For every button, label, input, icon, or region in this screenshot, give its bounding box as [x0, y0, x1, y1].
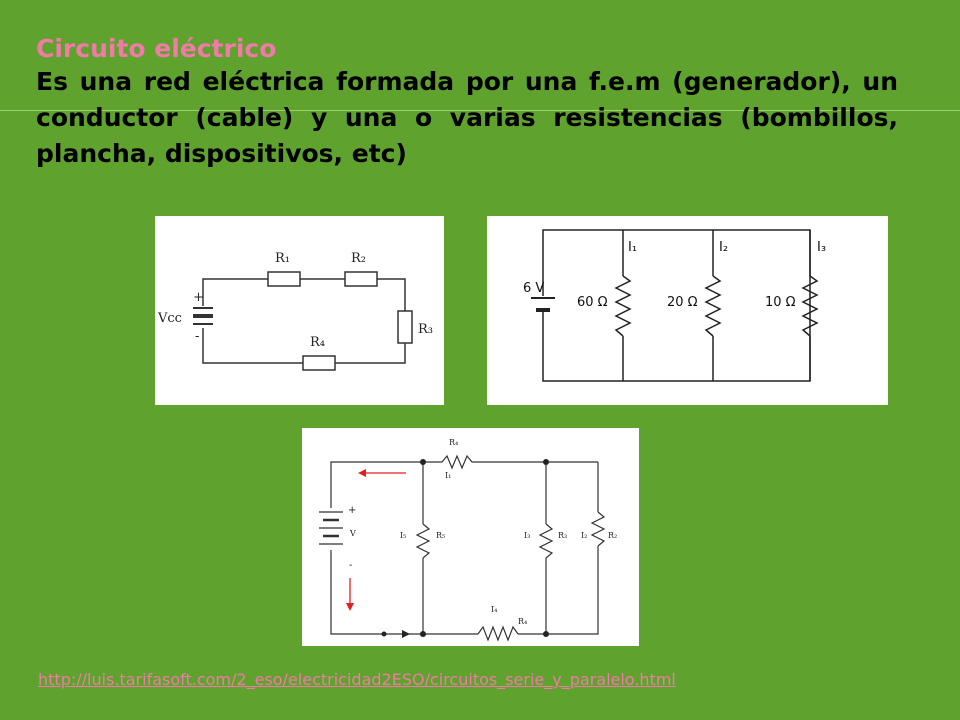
- wire: [202, 278, 268, 306]
- resistor-r4-top: [441, 454, 598, 470]
- label-i1: I₁: [445, 471, 451, 480]
- label-r4-top: R₄: [449, 438, 458, 447]
- series-circuit-diagram: R₁ R₂ R₃ R₄ + - Vcc: [155, 216, 444, 405]
- resistor-r4-bottom: [477, 625, 519, 642]
- label-res-10: 10 Ω: [765, 295, 796, 310]
- mixed-circuit-diagram: R₄ I₁ I₅ R₅ V I₃ R₃ I₂ R₂ I₄ R₄ + -: [302, 428, 639, 646]
- junction-dot: [543, 459, 549, 465]
- resistor-r1: [267, 271, 301, 287]
- label-r2: R₂: [351, 251, 366, 266]
- slide-title: Circuito eléctrico: [36, 34, 277, 63]
- label-r3: R₃: [558, 531, 567, 540]
- label-res-20: 20 Ω: [667, 295, 698, 310]
- junction-dot: [420, 459, 426, 465]
- label-r5: R₅: [436, 531, 445, 540]
- resistor-20: [704, 275, 722, 337]
- parallel-circuit-diagram: I₁ I₂ I₃ 6 V 60 Ω 20 Ω 10 Ω: [487, 216, 888, 405]
- label-minus: -: [195, 329, 199, 344]
- wire: [377, 278, 406, 311]
- label-voltage: 6 V: [523, 281, 544, 296]
- source-link[interactable]: http://luis.tarifasoft.com/2_eso/electri…: [38, 670, 676, 689]
- resistor-10: [801, 275, 819, 337]
- label-plus: +: [348, 505, 356, 516]
- wire: [330, 550, 478, 635]
- label-i5: I₅: [400, 531, 406, 540]
- slide-body: Es una red eléctrica formada por una f.e…: [36, 67, 898, 168]
- label-i1: I₁: [628, 240, 637, 255]
- label-i3: I₃: [817, 240, 826, 255]
- label-r3: R₃: [418, 322, 433, 337]
- direction-arrow-icon: [402, 630, 410, 638]
- junction-dot: [381, 631, 387, 637]
- wire: [335, 343, 406, 364]
- label-i2: I₂: [581, 531, 587, 540]
- junction-dot: [543, 631, 549, 637]
- label-r4: R₄: [310, 335, 325, 350]
- label-i4: I₄: [491, 605, 497, 614]
- wire: [518, 546, 599, 635]
- label-i2: I₂: [719, 240, 728, 255]
- label-res-60: 60 Ω: [577, 295, 608, 310]
- label-v: V: [349, 529, 356, 538]
- label-r4-bottom: R₄: [518, 617, 527, 626]
- resistor-r2: [344, 271, 378, 287]
- label-i3: I₃: [524, 531, 530, 540]
- arrowhead-icon: [346, 603, 354, 611]
- wire: [202, 328, 303, 364]
- label-minus: -: [349, 560, 352, 571]
- resistor-r5: [415, 523, 431, 559]
- label-plus: +: [193, 290, 204, 305]
- arrowhead-icon: [358, 469, 366, 477]
- resistor-r2: [590, 511, 606, 547]
- label-vcc: Vcc: [157, 311, 182, 326]
- label-r2: R₂: [608, 531, 617, 540]
- resistor-r3: [397, 310, 413, 344]
- header-divider: [0, 110, 960, 111]
- label-r1: R₁: [275, 251, 290, 266]
- resistor-60: [614, 275, 632, 337]
- resistor-r4: [302, 355, 336, 371]
- junction-dot: [420, 631, 426, 637]
- resistor-r3: [538, 523, 554, 559]
- slide-text: Circuito eléctrico Es una red eléctrica …: [36, 34, 898, 172]
- wire: [330, 461, 442, 508]
